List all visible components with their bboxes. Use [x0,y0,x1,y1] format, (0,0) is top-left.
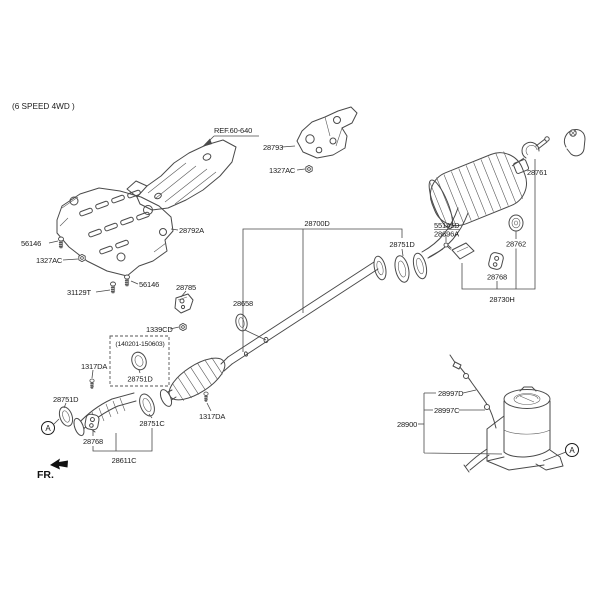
part-label-28658: 28658 [233,299,253,308]
date-range-label: (140201-150603) [115,341,164,348]
ref-arrowhead [202,138,212,147]
group-bracket-lines [92,159,536,455]
part-label-1317da-right: 1317DA [199,412,225,421]
ref-label: REF.60-640 [214,126,252,135]
part-label-1339cd: 1339CD [146,325,173,334]
pipe-joint-drawing [373,252,428,283]
bolt-1317da-right [203,391,209,402]
heat-shield-drawing [56,187,174,277]
grommet-28658-rod [244,329,267,341]
leader-lines [48,135,567,462]
part-label-28751d-box: 28751D [127,375,153,384]
part-label-28792a: 28792A [179,226,204,235]
part-label-28768-right: 28768 [487,273,507,282]
bolt-31129t [110,281,116,294]
part-label-28700d: 28700D [304,219,330,228]
part-label-28762: 28762 [506,240,526,249]
part-label-1317da-left: 1317DA [81,362,107,371]
part-label-56146-right: 56146 [139,280,159,289]
part-label-28751d-mid: 28751D [389,240,415,249]
part-label-28761: 28761 [527,168,547,177]
bolt-56146-right [124,274,130,287]
variant-note: (6 SPEED 4WD ) [12,102,75,111]
view-marker-a-left: A [41,421,55,435]
part-label-28768-left: 28768 [83,437,103,446]
part-label-28730h: 28730H [489,295,514,304]
part-label-28751c: 28751C [139,419,165,428]
clamp-28761-drawing [521,129,586,159]
bolt-1317da-left [89,378,95,389]
view-marker-a-left-label: A [45,424,51,433]
fr-direction-arrow [50,458,68,470]
nut-1339cd [179,322,187,332]
part-label-28785: 28785 [176,283,196,292]
date-range-box [109,335,170,387]
center-pipe-drawing [159,261,379,407]
fr-label: FR. [37,469,54,481]
part-label-28696a: 28696A [434,230,459,239]
front-pipe-drawing [58,392,137,437]
part-label-56146-left: 56146 [21,239,41,248]
part-label-28751d-front: 28751D [53,395,79,404]
bolt-56146-left [58,236,64,249]
part-label-28793: 28793 [263,143,283,152]
view-marker-a-right-label: A [569,446,575,455]
part-label-1327ac-left: 1327AC [36,256,63,265]
part-label-28997c: 28997C [434,406,460,415]
part-label-28611c: 28611C [112,456,138,465]
part-label-31129t: 31129T [67,288,92,297]
part-label-55145d: 55145D [434,221,460,230]
part-label-1327ac-top: 1327AC [269,166,296,175]
part-label-28900: 28900 [397,420,417,429]
gasket-28751c-drawing [139,393,155,417]
grommet-28762-drawing [508,214,524,232]
nut-1327ac-left [78,253,86,263]
bracket-28785-drawing [174,293,194,314]
upper-heat-protector-drawing [126,139,237,211]
muffler-drawing [421,151,530,260]
view-marker-a-right: A [565,443,579,457]
hanger-bracket-28793-drawing [296,106,358,159]
hanger-28768-right-drawing [488,252,504,270]
part-label-28997d: 28997D [438,389,464,398]
bolt-55145d [443,242,452,250]
catalytic-converter-28900-drawing [449,354,564,473]
nut-1327ac-top [305,164,313,174]
